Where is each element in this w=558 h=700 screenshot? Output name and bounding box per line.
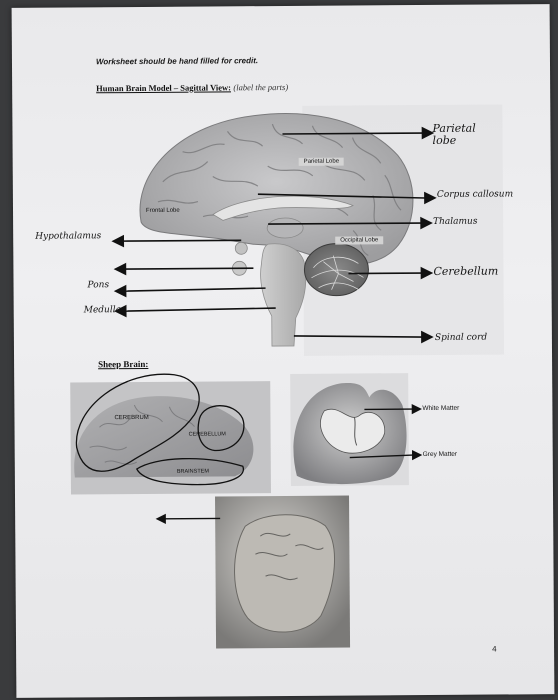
sheep-brain-figures [70, 373, 423, 649]
brain-sagittal-figure [111, 104, 505, 356]
cerebrum-shape [139, 113, 414, 266]
corpus-callosum-shape [212, 195, 354, 221]
sheep-label-cerebellum: CEREBELLUM [188, 431, 226, 438]
cerebellum-outline [197, 405, 245, 452]
brainstem-outline [135, 457, 245, 486]
cerebrum-outline [75, 373, 200, 472]
worksheet-page: Worksheet should be hand filled for cred… [11, 4, 555, 698]
sheep-label-white-matter: White Matter [422, 404, 460, 413]
sheep-label-grey-matter: Grey Matter [422, 450, 458, 459]
page-number: 4 [492, 644, 497, 654]
label-arrows [111, 126, 437, 344]
sheep-label-brainstem: BRAINSTEM [176, 468, 209, 475]
brainstem-shape [260, 243, 307, 347]
sheep-label-cerebrum: CEREBRUM [114, 414, 149, 422]
thalamus-shape [266, 217, 304, 239]
